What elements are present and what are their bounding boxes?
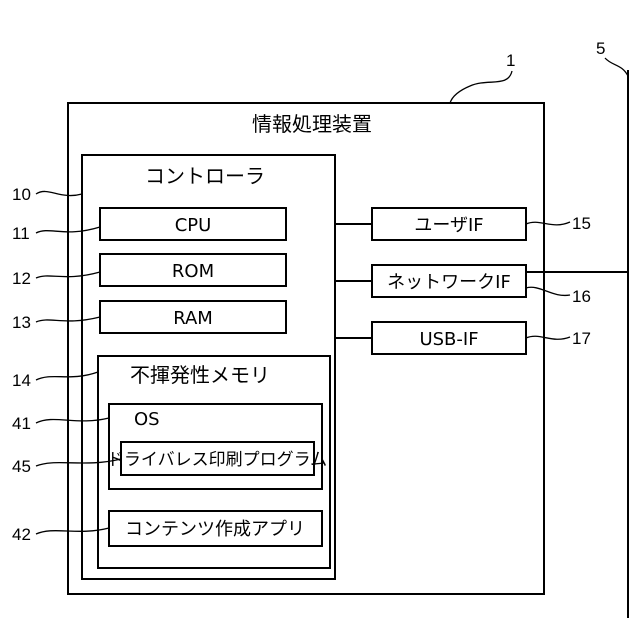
os-label: OS [134,409,160,430]
usb-if-label: USB-IF [419,329,478,350]
ref-13: 13 [12,313,31,332]
ref-16: 16 [572,287,591,306]
controller-title: コントローラ [145,164,265,188]
leader-5 [605,58,628,76]
ref-11: 11 [12,224,30,243]
rom-label: ROM [172,261,214,282]
ref-17: 17 [572,329,591,348]
content-app-label: コンテンツ作成アプリ [125,519,305,540]
ref-1: 1 [506,51,515,70]
apparatus-title: 情報処理装置 [252,112,372,136]
driverless-print-program-label: ドライバレス印刷プログラム [107,450,327,470]
user-if-label: ユーザIF [414,215,483,236]
ref-5: 5 [596,39,605,58]
cpu-label: CPU [175,215,212,236]
ref-41: 41 [12,414,31,433]
network-if-label: ネットワークIF [387,272,511,293]
ref-14: 14 [12,371,31,390]
ref-15: 15 [572,214,591,233]
memory-title: 不揮発性メモリ [130,363,270,387]
ref-45: 45 [12,457,31,476]
ref-42: 42 [12,525,31,544]
ref-12: 12 [12,269,31,288]
leader-1 [450,71,512,103]
ram-label: RAM [173,308,213,329]
ref-10: 10 [12,185,31,204]
